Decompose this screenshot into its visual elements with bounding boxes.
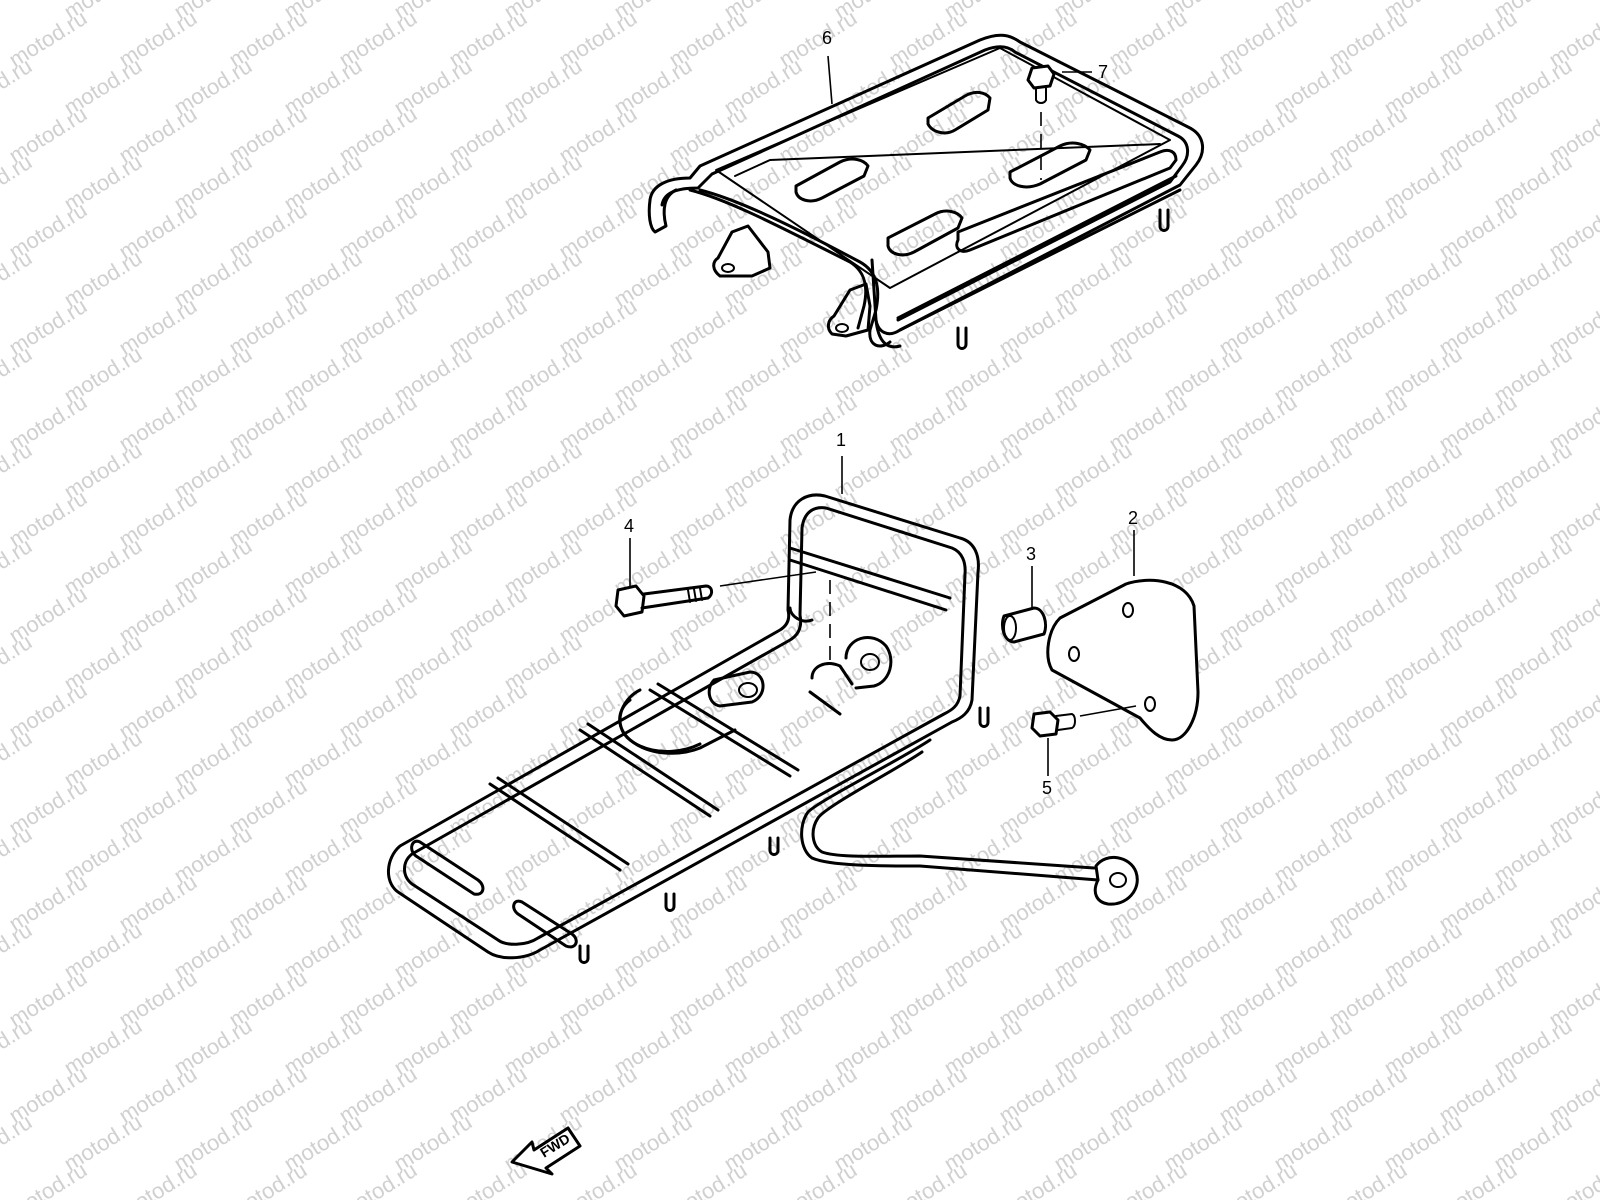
watermark-text: motod.ru bbox=[774, 1157, 861, 1200]
watermark-text: motod.ru bbox=[334, 1157, 421, 1200]
watermark-text: motod.ru bbox=[114, 1157, 201, 1200]
callout-5: 5 bbox=[1042, 778, 1052, 798]
watermark-text: motod.ru bbox=[1104, 1157, 1191, 1200]
watermark-text: motod.ru bbox=[1324, 1157, 1411, 1200]
watermark-text: motod.ru bbox=[4, 1157, 91, 1200]
watermark-text: motod.ru bbox=[884, 1157, 971, 1200]
callout-7: 7 bbox=[1098, 62, 1108, 82]
callout-leaders bbox=[629, 55, 1135, 776]
callout-4: 4 bbox=[624, 516, 634, 536]
watermark-text: motod.ru bbox=[1214, 1157, 1301, 1200]
top-bolt-icon bbox=[1026, 64, 1056, 180]
watermark-text: motod.ru bbox=[1544, 1157, 1600, 1200]
callout-6: 6 bbox=[822, 28, 832, 48]
watermark-text: motod.ru bbox=[554, 1157, 641, 1200]
top-carrier-icon bbox=[647, 33, 1204, 350]
callout-3: 3 bbox=[1026, 544, 1036, 564]
watermark-text: motod.ru bbox=[0, 0, 36, 24]
watermark-text: motod.ru bbox=[1434, 1157, 1521, 1200]
bolt-icon bbox=[614, 571, 831, 660]
small-bolt-icon bbox=[1030, 705, 1137, 738]
bracket-plate-icon bbox=[1046, 578, 1200, 742]
callout-1: 1 bbox=[836, 430, 846, 450]
watermark-text: motod.ru bbox=[994, 1157, 1081, 1200]
spacer-icon bbox=[1000, 606, 1048, 644]
rear-carrier-frame-icon bbox=[387, 493, 1139, 964]
callout-2: 2 bbox=[1128, 508, 1138, 528]
callout-labels: 6 7 1 2 3 4 5 bbox=[624, 28, 1138, 798]
watermark-text: motod.ru bbox=[224, 1157, 311, 1200]
watermark-text: motod.ru bbox=[664, 1157, 751, 1200]
